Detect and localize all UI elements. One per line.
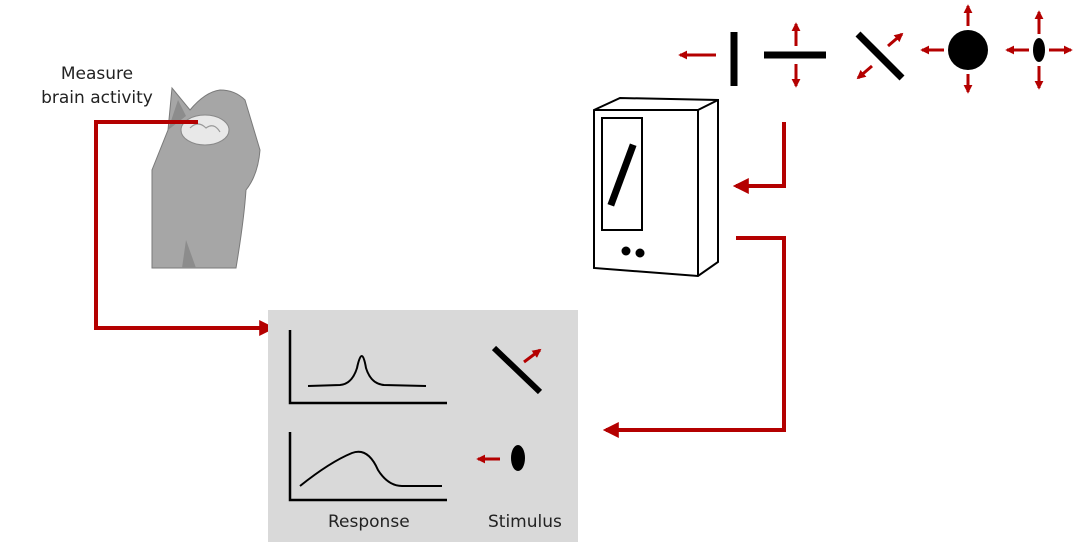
response-curve-1 (307, 355, 427, 387)
response-label: Response (328, 512, 410, 532)
measure-label-line2: brain activity (41, 88, 153, 108)
stimulus-set (678, 4, 1073, 94)
panel-ellipse-icon (511, 445, 525, 471)
measure-label-line1: Measure (60, 64, 134, 84)
panel-diagonal-bar-icon (491, 345, 543, 395)
measure-brain-activity-label: Measure brain activity (22, 62, 172, 110)
stimulus-monitor-icon (593, 96, 719, 278)
stimuli-to-monitor-arrow (732, 122, 786, 194)
moving-disk-icon (948, 30, 988, 70)
diagonal-bar-icon (855, 31, 905, 81)
response-curve-2 (299, 450, 442, 487)
cat-icon (151, 86, 261, 269)
stimulus-label: Stimulus (488, 512, 562, 532)
response-plot-2-axes (288, 432, 447, 502)
result-panel (268, 310, 578, 542)
brain-to-panel-arrow (94, 120, 276, 336)
monitor-to-panel-arrow (602, 236, 786, 438)
response-plot-1-axes (288, 330, 447, 405)
moving-ellipse-icon (1033, 38, 1045, 62)
